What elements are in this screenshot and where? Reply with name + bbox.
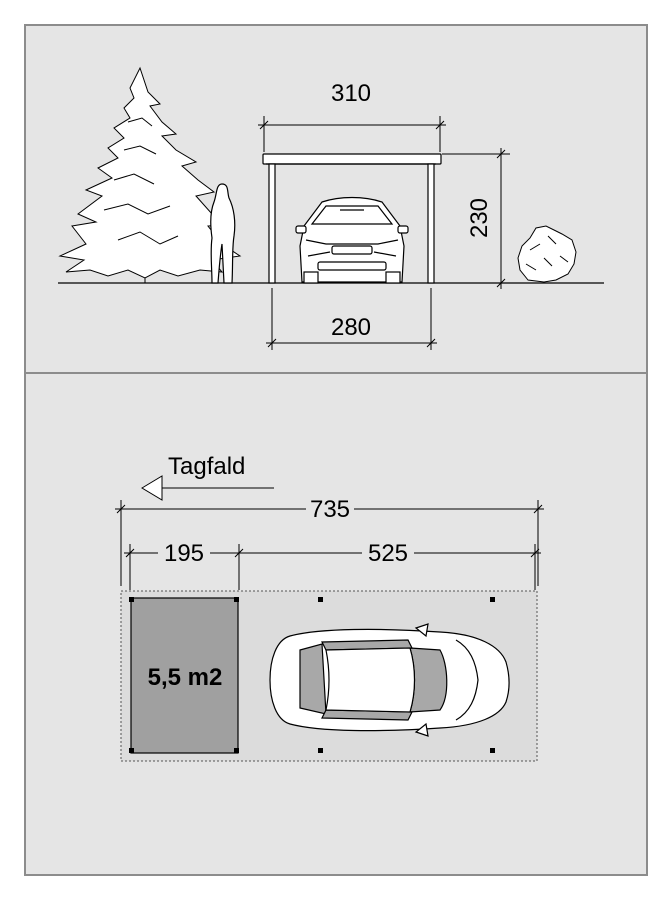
post <box>490 748 495 753</box>
tree-icon <box>58 66 242 283</box>
roof-slope-label: Tagfald <box>168 453 245 480</box>
post <box>129 597 134 602</box>
dimension-total-length <box>115 500 544 586</box>
post <box>318 597 323 602</box>
person-icon <box>210 183 236 284</box>
dimension-label-230: 230 <box>466 198 493 238</box>
car-top-icon <box>269 623 510 737</box>
dimension-storage-length <box>124 544 245 590</box>
post <box>129 748 134 753</box>
dimension-width-bottom <box>266 288 437 350</box>
dimension-label-525: 525 <box>368 540 408 567</box>
dimension-width-top <box>258 116 446 152</box>
posts <box>129 597 495 753</box>
dimension-label-195: 195 <box>164 540 204 567</box>
shrub-icon <box>517 225 577 283</box>
post <box>318 748 323 753</box>
post <box>490 597 495 602</box>
storage-area-label: 5,5 m2 <box>148 664 223 691</box>
dimension-carport-length <box>239 544 541 590</box>
post <box>234 597 239 602</box>
car-front-icon <box>295 196 409 284</box>
post <box>234 748 239 753</box>
roof-slope-arrow-icon <box>141 475 274 501</box>
carport-front-elevation <box>262 153 442 284</box>
storage-room <box>130 597 239 754</box>
dimension-label-280: 280 <box>331 314 371 341</box>
dimension-height <box>436 148 510 289</box>
dimension-label-735: 735 <box>310 496 350 523</box>
dimension-label-310: 310 <box>331 80 371 107</box>
